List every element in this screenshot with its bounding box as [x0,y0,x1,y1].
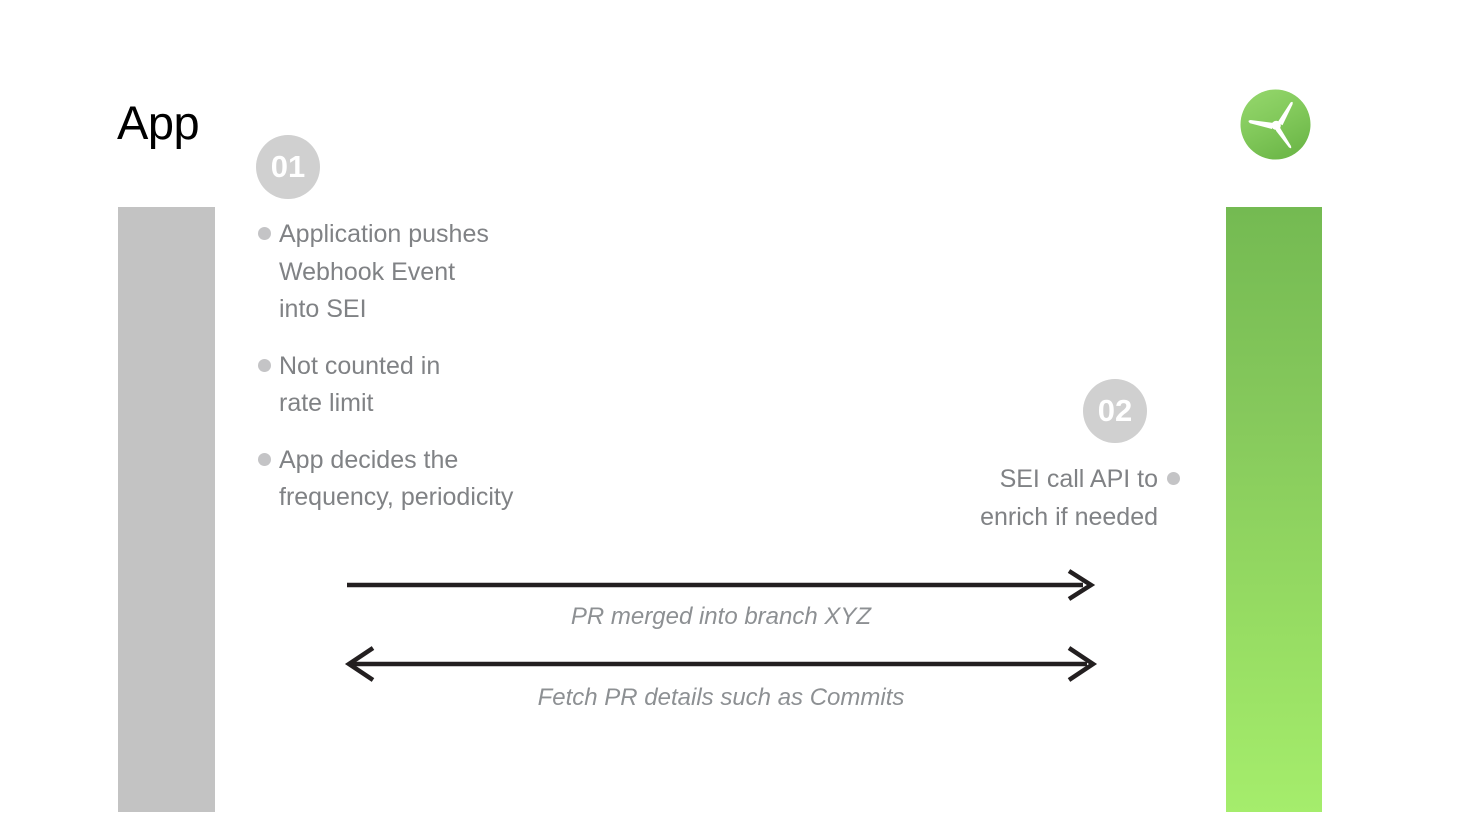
bullet-text: SEI call API to enrich if needed [980,465,1158,531]
list-item: Not counted in rate limit [258,348,678,423]
message-arrow-1: PR merged into branch XYZ [343,569,1099,632]
bullet-dot-icon [1167,472,1180,485]
app-lifeline-bar [118,207,215,812]
bullet-dot-icon [258,358,271,372]
message-arrow-2: Fetch PR details such as Commits [343,646,1099,713]
list-item: App decides the frequency, periodicity [258,442,678,517]
list-item: Application pushes Webhook Event into SE… [258,216,678,329]
bullet-text: Application pushes Webhook Event into SE… [279,220,489,323]
step-02-bullet-list: SEI call API to enrich if needed [880,461,1180,536]
propeller-blade-upper [1277,101,1293,126]
propeller-blade-lower [1275,126,1292,149]
step-badge-01: 01 [256,135,320,199]
arrow-right-icon [347,569,1096,601]
bullet-text: App decides the frequency, periodicity [279,445,514,512]
propeller-hub [1271,120,1281,130]
bullet-dot-icon [258,227,271,240]
page-title: App [117,96,200,149]
step-01-bullet-list: Application pushes Webhook Event into SE… [258,216,678,536]
sei-lifeline-bar [1226,207,1322,812]
message-label-2: Fetch PR details such as Commits [537,684,905,711]
propeller-blade-left [1248,120,1274,129]
message-label-1: PR merged into branch XYZ [570,603,872,630]
propeller-logo [1240,89,1311,160]
bullet-text: Not counted in rate limit [279,351,441,418]
step-badge-02: 02 [1083,379,1147,443]
arrow-bidirectional-icon [344,646,1098,682]
propeller-logo-svg [1240,89,1311,160]
list-item: SEI call API to enrich if needed [880,461,1180,536]
bullet-dot-icon [258,452,271,466]
